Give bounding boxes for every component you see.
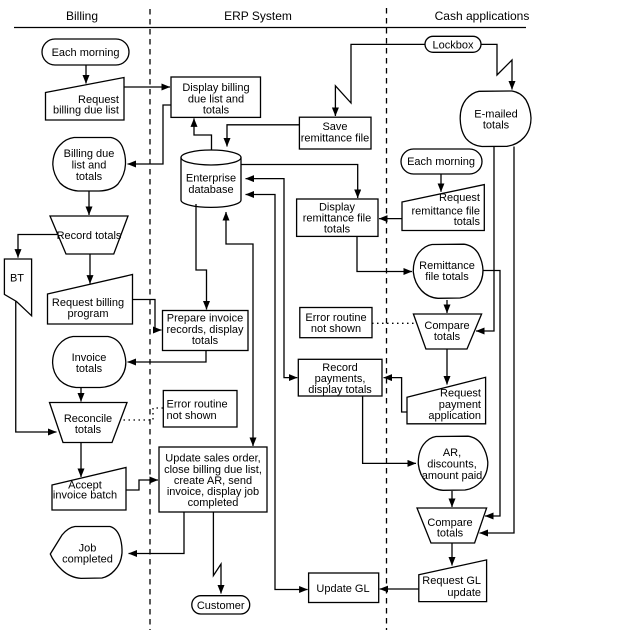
- svg-text:totals: totals: [76, 171, 103, 183]
- svg-text:due list and: due list and: [188, 94, 244, 106]
- svg-text:Record totals: Record totals: [57, 230, 122, 242]
- svg-text:completed: completed: [188, 497, 239, 509]
- svg-text:close billing due list,: close billing due list,: [164, 464, 262, 476]
- svg-text:update: update: [447, 587, 481, 599]
- svg-text:E-mailed: E-mailed: [474, 109, 517, 121]
- svg-text:totals: totals: [437, 528, 464, 540]
- svg-text:invoice batch: invoice batch: [53, 490, 117, 502]
- svg-text:totals: totals: [483, 120, 510, 132]
- svg-text:Request billing: Request billing: [52, 297, 124, 309]
- svg-text:remittance file: remittance file: [412, 206, 480, 218]
- svg-text:not shown: not shown: [311, 323, 361, 335]
- svg-text:totals: totals: [76, 363, 103, 375]
- svg-text:Request GL: Request GL: [422, 575, 481, 587]
- svg-text:discounts,: discounts,: [427, 459, 477, 471]
- svg-text:completed: completed: [62, 554, 113, 566]
- svg-text:payments,: payments,: [315, 373, 366, 385]
- svg-text:Save: Save: [322, 121, 347, 133]
- svg-text:Error routine: Error routine: [167, 399, 228, 411]
- svg-text:totals: totals: [324, 224, 351, 236]
- svg-text:Each morning: Each morning: [52, 47, 120, 59]
- svg-text:Prepare invoice: Prepare invoice: [167, 313, 243, 325]
- svg-text:Request: Request: [440, 388, 481, 400]
- svg-text:totals: totals: [434, 331, 461, 343]
- svg-text:Customer: Customer: [197, 600, 245, 612]
- svg-text:Update sales order,: Update sales order,: [165, 453, 260, 465]
- svg-text:ERP System: ERP System: [224, 9, 292, 23]
- svg-text:Update GL: Update GL: [316, 583, 369, 595]
- svg-text:Error routine: Error routine: [305, 312, 366, 324]
- svg-text:Invoice: Invoice: [72, 352, 107, 364]
- svg-text:totals: totals: [454, 216, 481, 228]
- svg-text:Remittance: Remittance: [419, 260, 475, 272]
- svg-text:Cash applications: Cash applications: [435, 9, 530, 23]
- svg-text:billing due list: billing due list: [53, 105, 119, 117]
- svg-text:Billing: Billing: [66, 9, 98, 23]
- svg-text:Each morning: Each morning: [407, 156, 475, 168]
- svg-text:program: program: [68, 308, 109, 320]
- svg-text:amount paid: amount paid: [422, 470, 483, 482]
- svg-text:AR,: AR,: [443, 447, 461, 459]
- svg-text:remittance file: remittance file: [303, 213, 371, 225]
- svg-text:Display billing: Display billing: [182, 82, 249, 94]
- svg-text:Compare: Compare: [427, 517, 472, 529]
- svg-text:create AR, send: create AR, send: [174, 475, 252, 487]
- svg-text:file totals: file totals: [425, 271, 469, 283]
- svg-text:Reconcile: Reconcile: [64, 413, 112, 425]
- svg-text:list and: list and: [72, 160, 107, 172]
- svg-text:Record: Record: [322, 362, 357, 374]
- svg-text:totals: totals: [192, 335, 219, 347]
- svg-text:Compare: Compare: [424, 320, 469, 332]
- svg-text:not shown: not shown: [167, 410, 217, 422]
- svg-text:invoice, display job: invoice, display job: [167, 486, 259, 498]
- svg-text:Accept: Accept: [68, 480, 102, 492]
- svg-text:Request: Request: [439, 192, 480, 204]
- svg-text:Billing due: Billing due: [64, 148, 115, 160]
- svg-text:payment: payment: [439, 399, 481, 411]
- svg-text:totals: totals: [203, 105, 230, 117]
- svg-text:Job: Job: [79, 543, 97, 555]
- svg-text:Display: Display: [319, 202, 356, 214]
- svg-text:totals: totals: [75, 424, 102, 436]
- svg-text:Lockbox: Lockbox: [433, 40, 474, 52]
- svg-text:records, display: records, display: [166, 324, 244, 336]
- svg-text:database: database: [188, 184, 233, 196]
- svg-text:remittance file: remittance file: [301, 133, 369, 145]
- svg-text:Enterprise: Enterprise: [186, 173, 236, 185]
- svg-text:Request: Request: [78, 94, 119, 106]
- svg-text:display totals: display totals: [308, 384, 372, 396]
- svg-text:BT: BT: [10, 273, 24, 285]
- svg-text:application: application: [428, 410, 481, 422]
